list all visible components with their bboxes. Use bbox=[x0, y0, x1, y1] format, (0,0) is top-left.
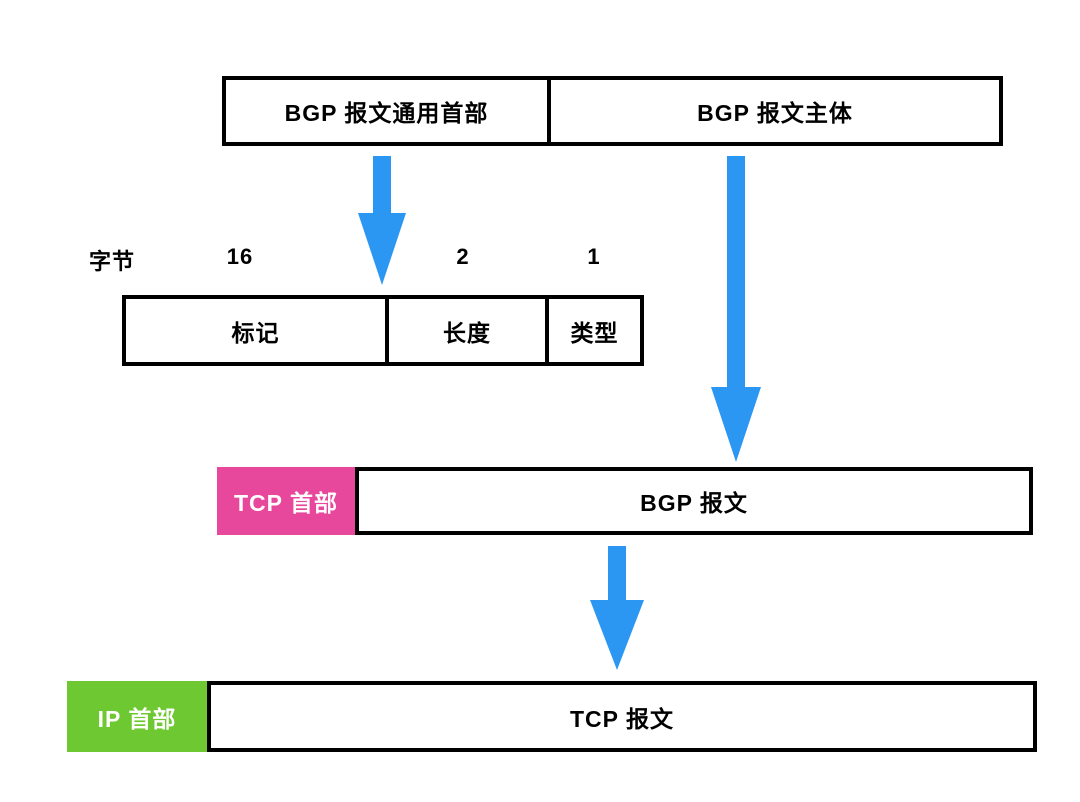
common-header-fields-box: 标记 长度 类型 bbox=[122, 295, 644, 366]
byte-unit-label: 字节 bbox=[88, 249, 136, 274]
tcp-message-box: TCP 报文 bbox=[207, 681, 1037, 752]
arrow-down-bgp-body-icon bbox=[711, 156, 761, 462]
arrow-down-common-header-icon bbox=[358, 156, 406, 285]
byte-size-length: 2 bbox=[456, 244, 470, 269]
field-type-cell: 类型 bbox=[570, 319, 619, 346]
ip-header-box: IP 首部 bbox=[67, 681, 207, 752]
tcp-header-box: TCP 首部 bbox=[217, 467, 355, 535]
bgp-common-header-cell: BGP 报文通用首部 bbox=[226, 80, 551, 142]
bgp-message-box: BGP 报文 bbox=[355, 467, 1033, 535]
field-length-cell: 长度 bbox=[389, 299, 549, 362]
bgp-packet-structure-box: BGP 报文通用首部 BGP 报文主体 bbox=[222, 76, 1003, 146]
bgp-body-cell: BGP 报文主体 bbox=[697, 100, 853, 126]
field-marker-cell: 标记 bbox=[126, 299, 389, 362]
byte-size-marker: 16 bbox=[226, 244, 254, 269]
byte-size-type: 1 bbox=[587, 244, 601, 269]
arrow-down-tcp-segment-icon bbox=[590, 546, 644, 670]
